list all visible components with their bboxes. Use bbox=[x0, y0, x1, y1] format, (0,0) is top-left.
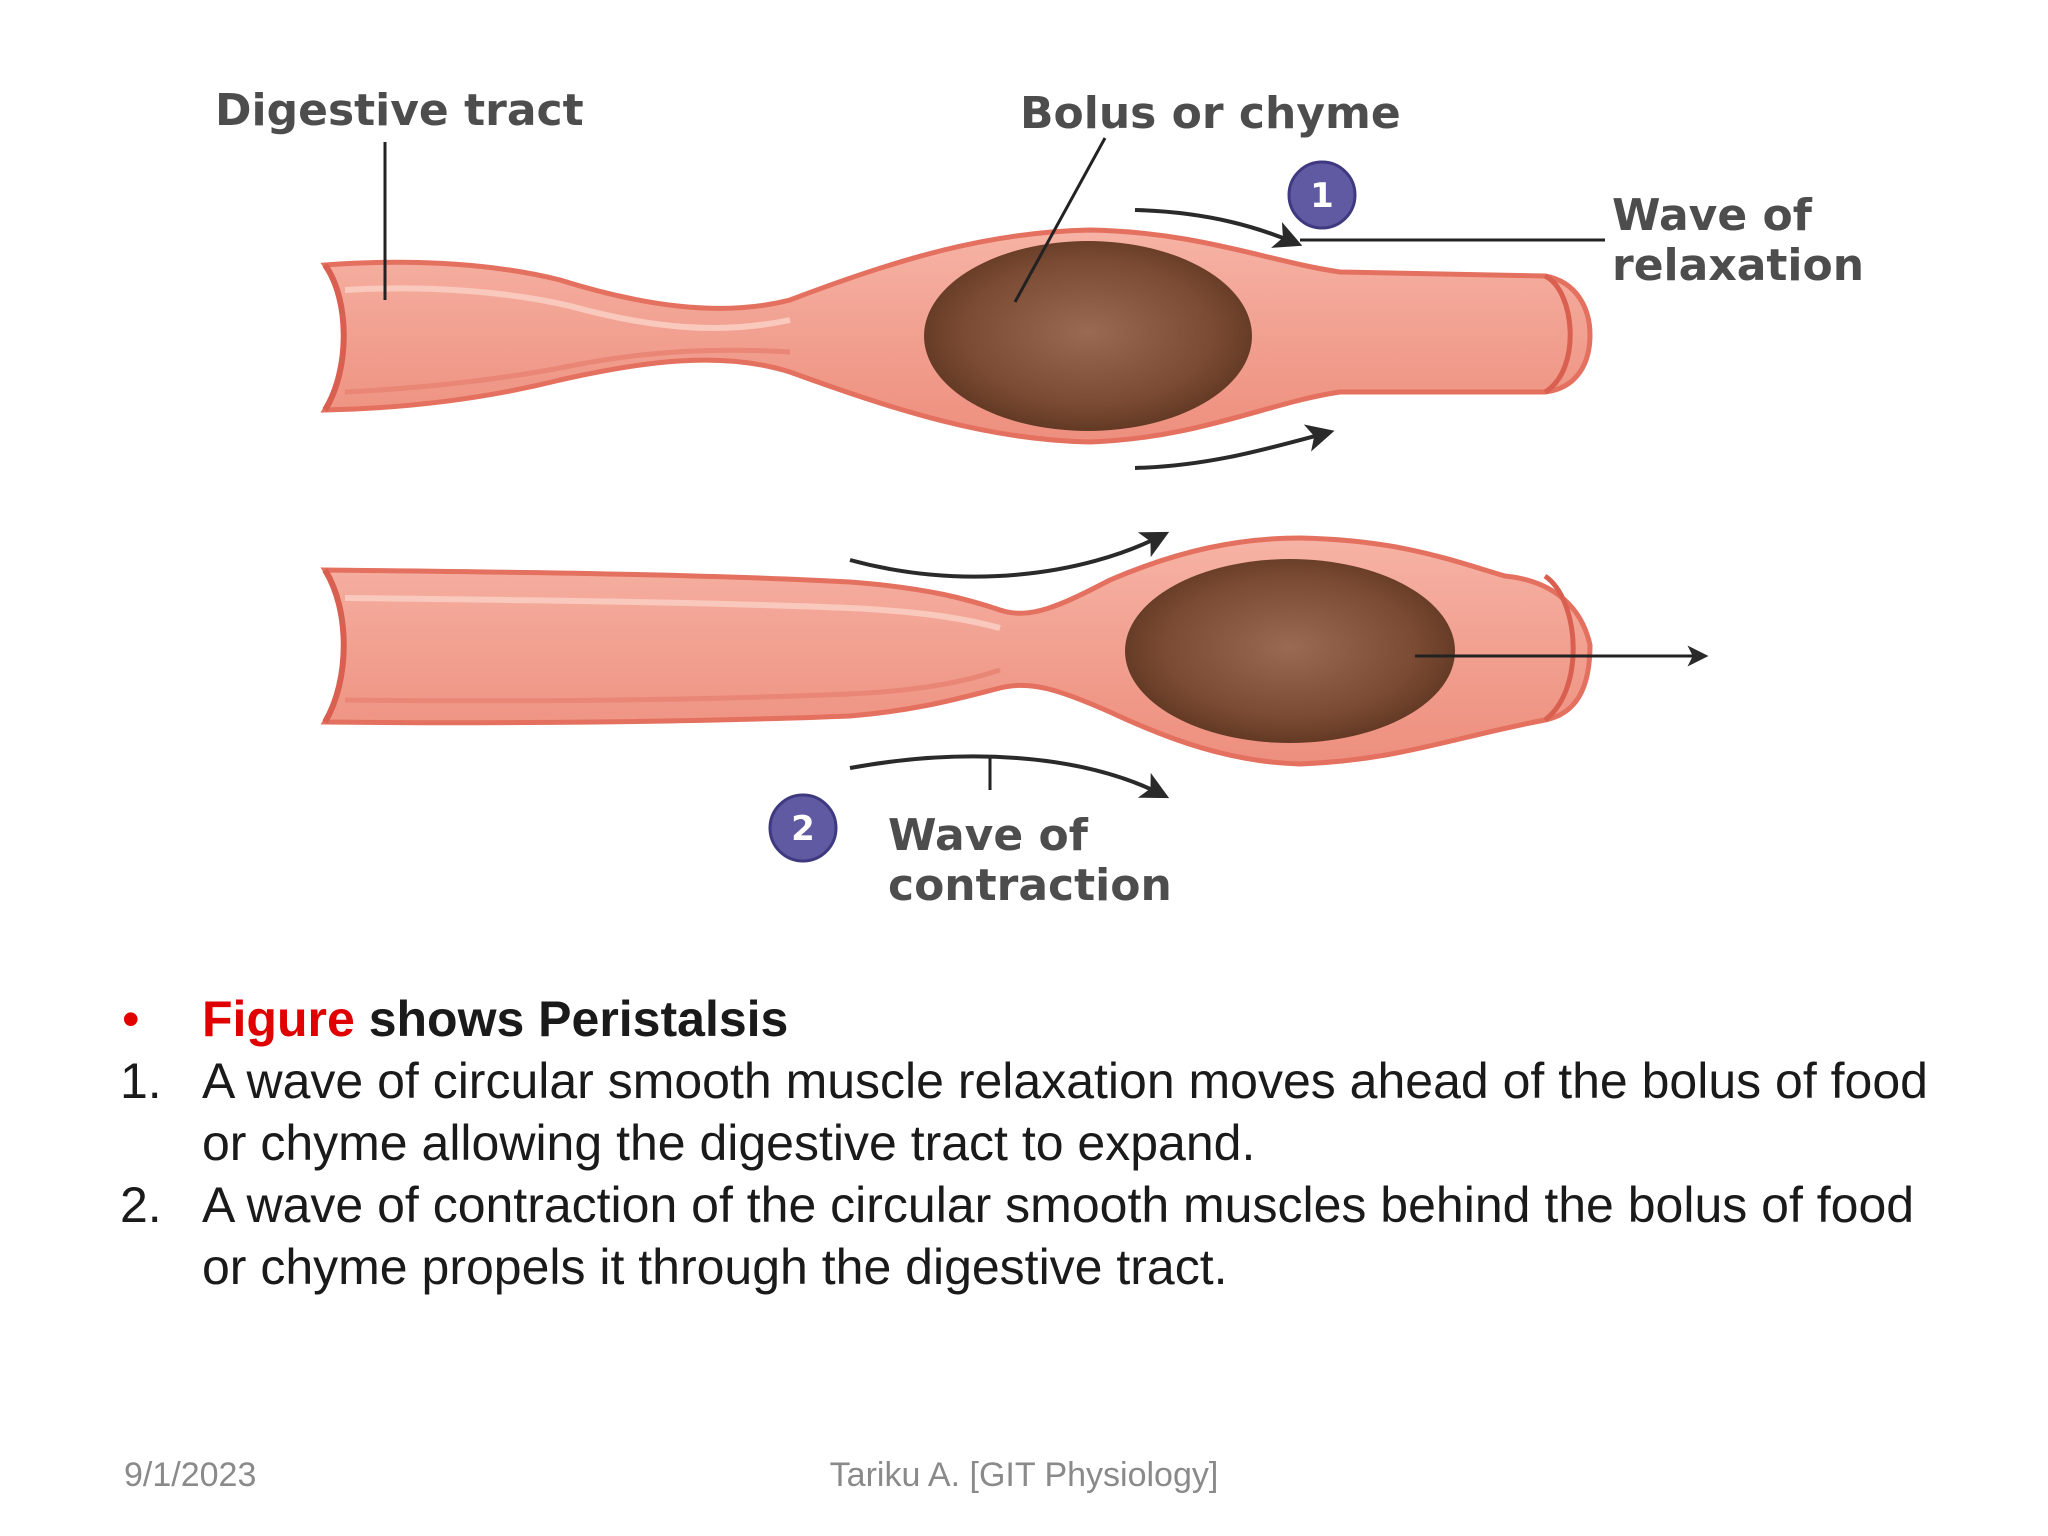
arrow-relaxation-bottom bbox=[1134, 424, 1335, 470]
label-digestive-tract: Digestive tract bbox=[215, 85, 584, 136]
list-item-2-line-2: or chyme propels it through the digestiv… bbox=[202, 1239, 1228, 1295]
peristalsis-diagram: 1 2 Digestive tract Bolus or chyme Wave … bbox=[215, 85, 1864, 911]
list-item-2: 2. A wave of contraction of the circular… bbox=[120, 1174, 2010, 1298]
tract-bottom bbox=[320, 535, 1593, 767]
label-contraction-1: Wave of bbox=[888, 810, 1089, 861]
footer-author: Tariku A. [GIT Physiology] bbox=[829, 1456, 1219, 1494]
badge-two: 2 bbox=[768, 793, 838, 863]
arrow-relaxation-top bbox=[1134, 208, 1303, 248]
caption-heading: • Figure shows Peristalsis bbox=[120, 988, 2010, 1050]
label-contraction-2: contraction bbox=[888, 860, 1172, 911]
label-bolus: Bolus or chyme bbox=[1020, 88, 1401, 139]
bolus-bottom bbox=[1125, 559, 1455, 743]
heading-rest: shows Peristalsis bbox=[354, 991, 789, 1047]
arrow-contraction-bottom bbox=[849, 754, 1170, 799]
list-item-1-line-1: A wave of circular smooth muscle relaxat… bbox=[202, 1053, 1928, 1109]
svg-text:1: 1 bbox=[1310, 176, 1334, 216]
caption-text: • Figure shows Peristalsis 1. A wave of … bbox=[120, 988, 2010, 1298]
label-relaxation-1: Wave of bbox=[1612, 190, 1813, 241]
list-item-1-line-2: or chyme allowing the digestive tract to… bbox=[202, 1115, 1256, 1171]
list-item-1: 1. A wave of circular smooth muscle rela… bbox=[120, 1050, 2010, 1174]
heading-red-word: Figure bbox=[202, 991, 355, 1047]
bolus-top bbox=[924, 241, 1252, 431]
badge-one: 1 bbox=[1287, 160, 1357, 230]
leader-bolus bbox=[1013, 137, 1107, 303]
list-item-2-line-1: A wave of contraction of the circular sm… bbox=[202, 1177, 1915, 1233]
tract-top bbox=[320, 227, 1593, 445]
bullet-icon: • bbox=[122, 991, 140, 1047]
list-number-1: 1. bbox=[120, 1053, 162, 1109]
svg-text:2: 2 bbox=[791, 809, 815, 849]
footer-date: 9/1/2023 bbox=[124, 1456, 257, 1494]
label-relaxation-2: relaxation bbox=[1612, 240, 1864, 291]
arrow-contraction-top bbox=[849, 531, 1170, 579]
list-number-2: 2. bbox=[120, 1177, 162, 1233]
